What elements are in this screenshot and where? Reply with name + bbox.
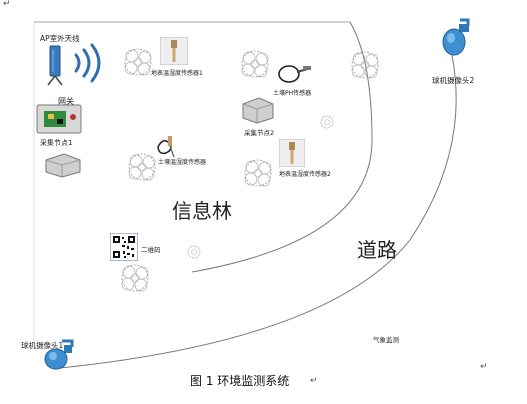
node2-label: 采集节点2 — [244, 129, 275, 137]
weather-label: 气象监测 — [373, 336, 399, 344]
forest-label: 信息林 — [172, 199, 232, 223]
surface-sensor1-icon — [159, 36, 189, 66]
dome-camera2-icon — [442, 18, 472, 58]
ap-antenna-label: AP室外天线 — [40, 34, 80, 43]
figure-caption: 图 1 环境监测系统 — [190, 374, 290, 388]
small-tree-icon — [320, 115, 334, 129]
forest-boundary-arc — [191, 21, 373, 273]
gateway-label: 网关 — [58, 97, 74, 106]
dome-camera2-label: 球机摄像头2 — [432, 76, 475, 85]
surface-sensor2-icon — [278, 138, 306, 168]
soil-ph-sensor-icon — [277, 62, 313, 88]
return-mark: ↵ — [480, 362, 488, 372]
node1-label: 采集节点1 — [40, 139, 73, 147]
dome-camera1-icon — [44, 339, 76, 371]
node1-device-icon — [44, 152, 82, 178]
dome-camera1-label: 球机摄像头1 — [21, 341, 64, 350]
surface-sensor2-label: 地表温湿度传感器2 — [279, 171, 331, 178]
tree-icon — [128, 153, 156, 181]
return-mark: ↵ — [3, 0, 11, 9]
soil-ph-sensor-label: 土壤PH传感器 — [273, 90, 312, 97]
tree-icon — [124, 48, 152, 76]
ap-antenna-icon — [42, 44, 68, 86]
small-tree-icon — [187, 245, 201, 259]
tree-icon — [241, 50, 269, 78]
gateway-icon — [36, 103, 82, 135]
road-label: 道路 — [357, 238, 397, 262]
qrcode-image — [109, 232, 139, 262]
qrcode-label: 二维码 — [141, 246, 161, 254]
tree-icon — [121, 264, 149, 292]
soil-temp-sensor-icon — [154, 133, 180, 159]
return-mark: ↵ — [310, 376, 318, 386]
road-arc — [59, 54, 457, 369]
soil-temp-sensor-label: 土壤温湿度传感器 — [158, 159, 207, 166]
node2-device-icon — [241, 96, 275, 124]
wifi-signal-icon — [74, 43, 101, 83]
surface-sensor1-label: 地表温湿度传感器1 — [151, 70, 203, 77]
tree-icon — [244, 159, 272, 187]
